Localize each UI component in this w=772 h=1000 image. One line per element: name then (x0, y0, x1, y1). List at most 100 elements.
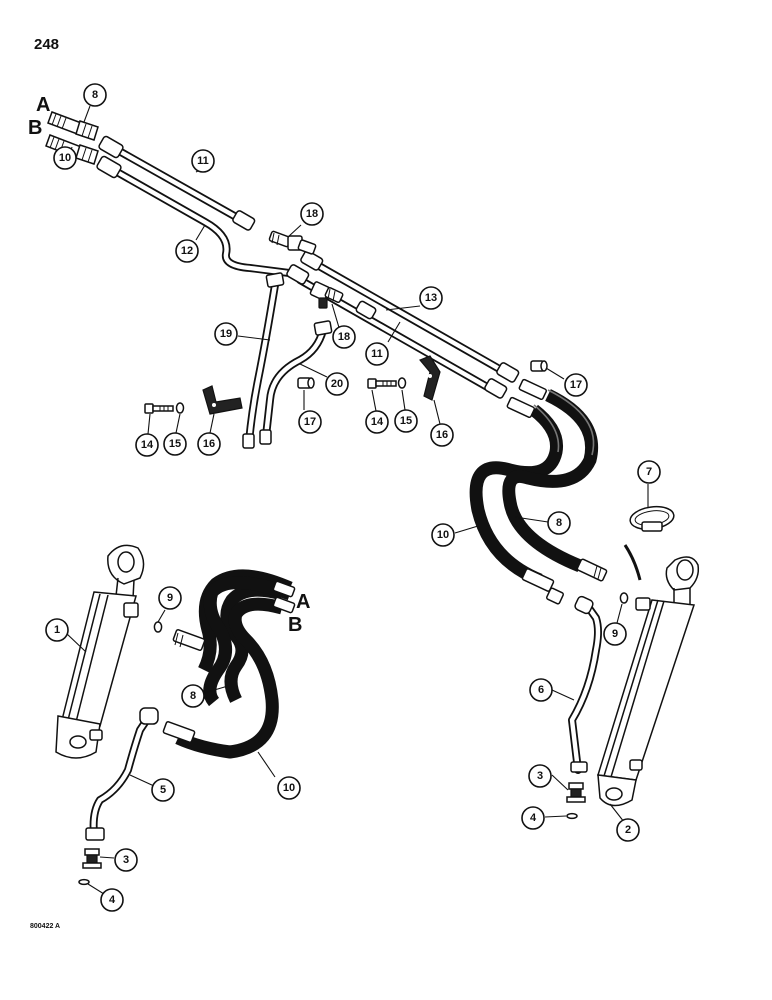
svg-text:14: 14 (141, 439, 154, 451)
tube-12 (106, 164, 301, 278)
svg-text:1: 1 (54, 624, 60, 636)
svg-text:20: 20 (331, 378, 343, 390)
callout-11-top: 11 (191, 149, 215, 173)
hydraulic-cylinder-2 (597, 556, 700, 807)
port-label-b-hose: B (288, 614, 302, 636)
callout-4-left: 4 (100, 888, 124, 912)
callout-17-right: 17 (564, 373, 588, 397)
svg-text:18: 18 (338, 331, 350, 343)
callout-16-right: 16 (430, 423, 454, 447)
washer-15-right (397, 377, 407, 389)
hose-8-right (502, 389, 599, 573)
svg-text:7: 7 (646, 466, 652, 478)
svg-text:15: 15 (400, 415, 412, 427)
tube-19 (245, 281, 279, 446)
svg-text:14: 14 (371, 416, 384, 428)
oring-9-left (153, 621, 163, 633)
fitting-3-left (82, 848, 102, 869)
svg-text:17: 17 (304, 416, 316, 428)
callout-16-left: 16 (197, 432, 221, 456)
bolt-14-right (367, 378, 397, 389)
callout-14-left: 14 (135, 433, 159, 457)
callout-9-right: 9 (603, 622, 627, 646)
tube-6 (568, 595, 602, 774)
svg-text:11: 11 (197, 155, 209, 167)
tube-5 (85, 707, 159, 841)
cap-17-center (297, 377, 315, 389)
svg-text:10: 10 (59, 152, 71, 164)
tube-nuts (96, 135, 520, 449)
callout-11-lower: 11 (365, 342, 389, 366)
callout-15-left: 15 (163, 432, 187, 456)
callout-19: 19 (214, 322, 238, 346)
tube-13 (308, 258, 514, 379)
svg-text:8: 8 (92, 89, 98, 101)
tee-fitting-upper (268, 230, 317, 255)
callout-3-right: 3 (528, 764, 552, 788)
svg-text:2: 2 (625, 824, 631, 836)
callout-10-left: 10 (277, 776, 301, 800)
washer-15-left (175, 402, 185, 414)
tube-11-upper (108, 143, 249, 226)
callout-8-left: 8 (181, 684, 205, 708)
callout-12: 12 (175, 239, 199, 263)
callout-4-right: 4 (521, 806, 545, 830)
callout-6: 6 (529, 678, 553, 702)
port-label-b-top: B (28, 117, 42, 139)
clamp-16-right (419, 355, 441, 401)
page-number: 248 (34, 36, 60, 53)
callout-14-right: 14 (365, 410, 389, 434)
port-label-a-top: A (36, 94, 50, 116)
callout-18-upper: 18 (300, 202, 324, 226)
callout-9-left: 9 (158, 586, 182, 610)
fitting-3-right (566, 782, 586, 803)
svg-text:8: 8 (556, 517, 562, 529)
svg-text:10: 10 (437, 529, 449, 541)
tee-fitting-lower (309, 281, 344, 309)
svg-text:13: 13 (425, 292, 437, 304)
svg-text:5: 5 (160, 784, 166, 796)
hose-clamp-7 (623, 505, 675, 581)
callout-18-lower: 18 (332, 325, 356, 349)
callout-17-center: 17 (298, 410, 322, 434)
bolt-14-left (144, 403, 174, 414)
hose-10-right (469, 404, 564, 587)
clamp-16-left (202, 385, 243, 415)
callout-10-top: 10 (53, 146, 77, 170)
leader-lines (65, 105, 649, 895)
svg-text:6: 6 (538, 684, 544, 696)
callout-10-right: 10 (431, 523, 455, 547)
callout-8-top: 8 (83, 83, 107, 107)
svg-text:15: 15 (169, 438, 181, 450)
oring-4-left (78, 878, 90, 886)
svg-text:9: 9 (612, 628, 618, 640)
svg-text:10: 10 (283, 782, 295, 794)
port-label-a-hose: A (296, 591, 310, 613)
svg-text:18: 18 (306, 208, 318, 220)
callout-13: 13 (419, 286, 443, 310)
callout-20: 20 (325, 372, 349, 396)
svg-text:17: 17 (570, 379, 582, 391)
callout-7: 7 (637, 460, 661, 484)
svg-text:3: 3 (123, 854, 129, 866)
hose-end-fittings-right (506, 378, 608, 605)
callout-8-right: 8 (547, 511, 571, 535)
oring-4-right (566, 812, 578, 820)
callout-2: 2 (616, 818, 640, 842)
svg-text:12: 12 (181, 245, 193, 257)
cap-17-right (530, 360, 548, 372)
svg-text:4: 4 (530, 812, 537, 824)
svg-text:11: 11 (371, 348, 383, 360)
tube-20 (262, 326, 327, 440)
callout-15-right: 15 (394, 409, 418, 433)
hose-10-left (175, 576, 293, 759)
oring-9-right (619, 592, 629, 604)
hose-end-fittings-left (162, 580, 296, 743)
svg-text:9: 9 (167, 592, 173, 604)
callout-3-left: 3 (114, 848, 138, 872)
callout-1: 1 (45, 618, 69, 642)
hydraulic-cylinder-1 (55, 544, 145, 759)
svg-text:4: 4 (109, 894, 116, 906)
